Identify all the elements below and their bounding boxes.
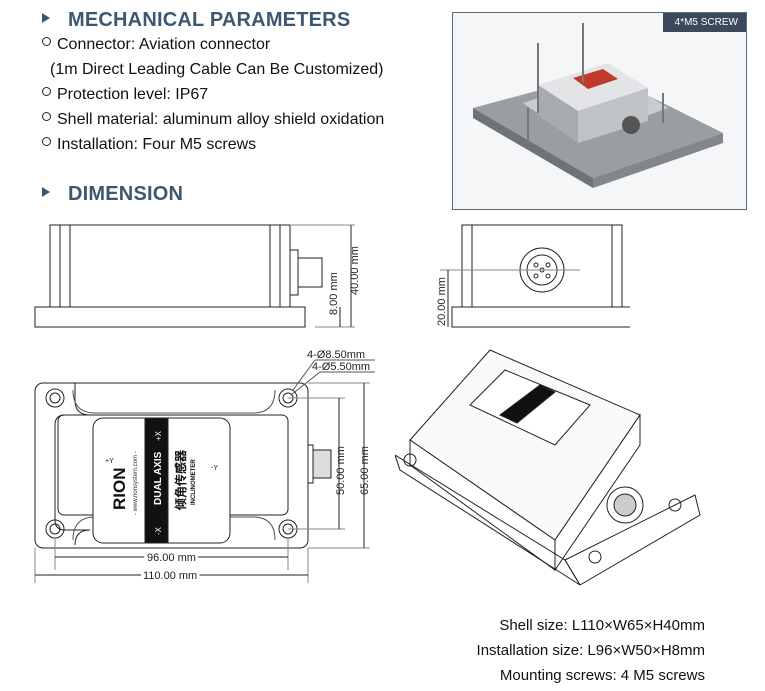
- end-view-drawing: 20.00 mm: [436, 224, 630, 328]
- list-item: Connector: Aviation connector: [42, 35, 270, 55]
- dim-20mm: 20.00 mm: [436, 277, 448, 326]
- list-item: Protection level: IP67: [42, 85, 208, 105]
- label-dual-axis: DUAL AXIS: [153, 451, 164, 505]
- circle-bullet-icon: [42, 112, 51, 121]
- dim-40mm: 40.00 mm: [349, 246, 361, 295]
- label-minus-x: -X: [154, 526, 163, 535]
- label-plus-y: +Y: [105, 458, 114, 465]
- spec-mounting-screws: Mounting screws: 4 M5 screws: [499, 667, 705, 684]
- mechanical-title: MECHANICAL PARAMETERS: [68, 9, 351, 31]
- sensor-mounted-illustration: [473, 23, 723, 188]
- dim-hole-inner: 4-Ø5.50mm: [312, 361, 370, 373]
- label-inclinometer: INCLINOMETER: [191, 459, 197, 505]
- label-url: - www.rionsystem.com -: [133, 451, 139, 515]
- item-text: (1m Direct Leading Cable Can Be Customiz…: [50, 61, 384, 78]
- list-item: Shell material: aluminum alloy shield ox…: [42, 110, 384, 130]
- spec-installation-size: Installation size: L96×W50×H8mm: [476, 642, 705, 659]
- brand-logo-text: RION: [110, 468, 129, 511]
- dim-65mm: 65.00 mm: [359, 446, 371, 495]
- mechanical-heading: MECHANICAL PARAMETERS: [42, 9, 350, 32]
- dim-50mm: 50.00 mm: [335, 446, 347, 495]
- dimension-heading: DIMENSION: [42, 183, 183, 206]
- circle-bullet-icon: [42, 137, 51, 146]
- label-minus-y: -Y: [211, 465, 218, 472]
- list-item: Installation: Four M5 screws: [42, 135, 256, 155]
- circle-bullet-icon: [42, 87, 51, 96]
- installation-photo: 4*M5 SCREW: [452, 12, 747, 210]
- label-plus-x: +X: [154, 430, 163, 441]
- list-item: (1m Direct Leading Cable Can Be Customiz…: [50, 60, 383, 80]
- isometric-view-drawing: [395, 349, 701, 586]
- dim-hole-outer: 4-Ø8.50mm: [307, 349, 365, 361]
- dimension-title: DIMENSION: [68, 183, 184, 205]
- dim-110mm: 110.00 mm: [143, 570, 197, 582]
- spec-shell-size: Shell size: L110×W65×H40mm: [499, 617, 705, 634]
- triangle-bullet-icon: [42, 13, 50, 23]
- label-product-cn: 倾角传感器: [173, 449, 188, 511]
- dim-8mm: 8.00 mm: [328, 272, 340, 315]
- dim-96mm: 96.00 mm: [147, 552, 196, 564]
- item-text: Installation: Four M5 screws: [57, 136, 257, 153]
- item-text: Connector: Aviation connector: [57, 36, 271, 53]
- circle-bullet-icon: [42, 37, 51, 46]
- item-text: Shell material: aluminum alloy shield ox…: [57, 111, 385, 128]
- side-view-drawing: 8.00 mm 40.00 mm: [34, 224, 361, 328]
- item-text: Protection level: IP67: [57, 86, 209, 103]
- screw-tag: 4*M5 SCREW: [662, 13, 746, 32]
- triangle-bullet-icon: [42, 187, 50, 197]
- top-view-drawing: DUAL AXIS +X -X RION - www.rionsystem.co…: [34, 349, 375, 585]
